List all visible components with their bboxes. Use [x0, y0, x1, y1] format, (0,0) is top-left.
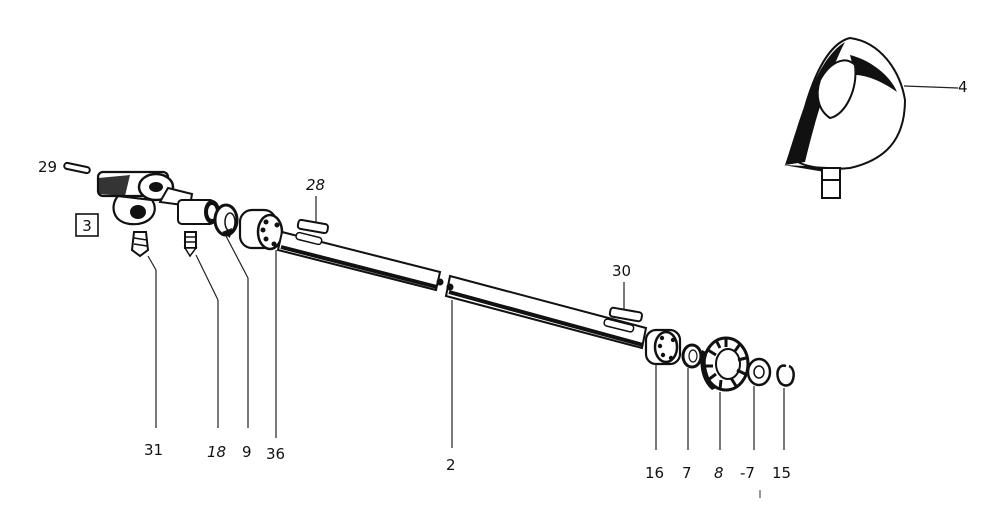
part-36-bearing [238, 208, 284, 251]
part-9-ring [213, 203, 239, 238]
part-7b-washer [746, 357, 772, 387]
callout-28: 28 [306, 176, 325, 194]
callout-2: 2 [446, 456, 456, 474]
callout-15: 15 [772, 464, 791, 482]
callout-31: 31 [144, 441, 163, 459]
part-28-key [296, 218, 329, 235]
callout-7b: -7 [740, 464, 755, 482]
part-30-key [608, 306, 643, 323]
part-31-grease-nipple [130, 231, 150, 258]
callout-4: 4 [958, 78, 968, 96]
callout-8: 8 [714, 464, 724, 482]
callout-7a: 7 [682, 464, 692, 482]
part-29-pin [63, 161, 91, 175]
leader-lines [147, 85, 959, 450]
callout-16: 16 [645, 464, 664, 482]
part-15-circlip [776, 364, 795, 387]
part-18-screw [183, 231, 198, 258]
part-2-shaft [276, 230, 648, 350]
callout-29: 29 [38, 158, 57, 176]
callout-3: 3 [82, 217, 92, 235]
callout-box-3: 3 [75, 213, 99, 237]
callout-18: 18 [207, 443, 226, 461]
callout-30: 30 [612, 262, 631, 280]
callout-9: 9 [242, 443, 252, 461]
callout-36: 36 [266, 445, 285, 463]
part-8-gear [700, 336, 750, 392]
part-16-bearing [644, 328, 682, 366]
part-7-washer [681, 343, 703, 369]
part-4-dome-cap [783, 36, 907, 199]
part-3-universal-joint [96, 170, 194, 226]
